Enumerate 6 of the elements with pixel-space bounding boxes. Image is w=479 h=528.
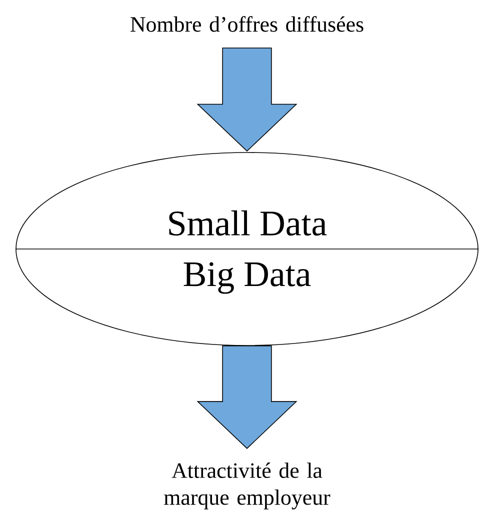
- ellipse-label: Big Data: [184, 262, 311, 294]
- text-label: Nombre d’offres diffusées: [130, 16, 364, 32]
- ellipse-label: Small Data: [169, 210, 327, 236]
- block-arrow: [196, 48, 298, 152]
- block-arrow: [196, 346, 298, 449]
- text-label: Attractivité de la marque employeur: [164, 462, 330, 510]
